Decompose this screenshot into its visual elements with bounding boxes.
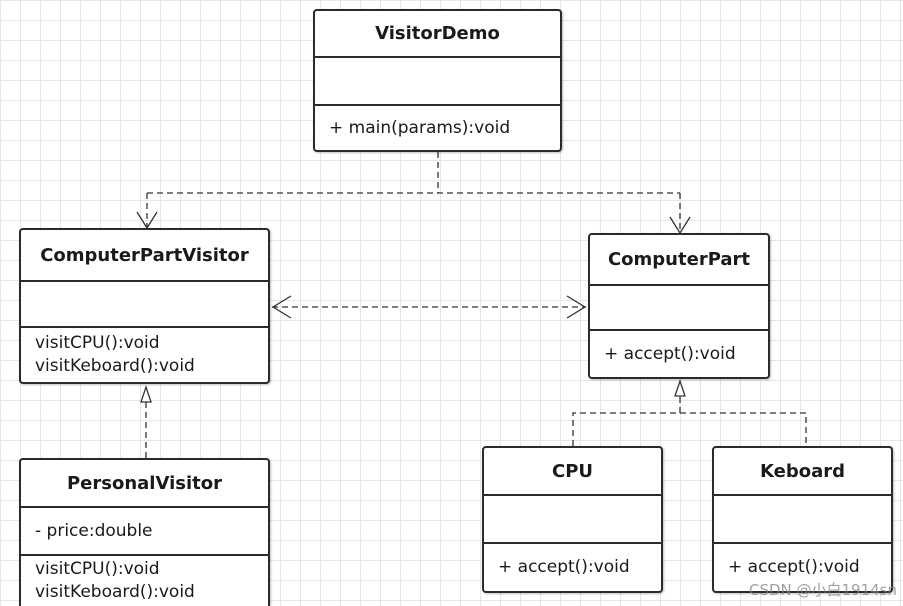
class-attributes: - price:double	[21, 508, 268, 556]
class-computerpart: ComputerPart + accept():void	[588, 233, 770, 379]
class-personalvisitor: PersonalVisitor - price:double visitCPU(…	[19, 458, 270, 606]
dependency-line-demo	[146, 152, 681, 233]
operation: visitCPU():void	[35, 559, 160, 579]
class-operations: visitCPU():void visitKeboard():void	[21, 556, 268, 606]
class-cpu: CPU + accept():void	[482, 446, 663, 593]
operation: + accept():void	[604, 343, 736, 364]
operation: + accept():void	[728, 557, 860, 577]
class-name: Keboard	[714, 448, 891, 496]
class-operations: + accept():void	[590, 331, 768, 377]
arrowhead-right	[566, 295, 587, 319]
class-attributes	[315, 58, 560, 106]
operation: visitKeboard():void	[35, 356, 195, 376]
attribute: - price:double	[35, 521, 153, 541]
operation: + main(params):void	[329, 117, 511, 138]
class-keboard: Keboard + accept():void	[712, 446, 893, 593]
class-name: VisitorDemo	[315, 11, 560, 58]
class-attributes	[21, 282, 268, 328]
arrowhead-left	[271, 295, 292, 319]
operation: visitKeboard():void	[35, 582, 195, 602]
class-name: ComputerPart	[590, 235, 768, 286]
class-operations: + accept():void	[484, 544, 661, 591]
class-attributes	[484, 496, 661, 544]
class-operations: visitCPU():void visitKeboard():void	[21, 328, 268, 382]
watermark: CSDN @小白1914sn	[748, 581, 897, 599]
class-visitordemo: VisitorDemo + main(params):void	[313, 9, 562, 152]
class-name: ComputerPartVisitor	[21, 230, 268, 282]
operation: + accept():void	[498, 557, 630, 577]
realization-triangle-computerpart	[674, 378, 686, 397]
class-name: CPU	[484, 448, 661, 496]
operation: visitCPU():void	[35, 333, 160, 353]
class-attributes	[714, 496, 891, 544]
realization-line-cpu-keboard	[572, 396, 807, 446]
class-name: PersonalVisitor	[21, 460, 268, 508]
class-computerpartvisitor: ComputerPartVisitor visitCPU():void visi…	[19, 228, 270, 384]
class-operations: + accept():void	[714, 544, 891, 591]
class-attributes	[590, 286, 768, 331]
realization-triangle-personalvisitor	[140, 384, 152, 403]
class-operations: + main(params):void	[315, 106, 560, 150]
